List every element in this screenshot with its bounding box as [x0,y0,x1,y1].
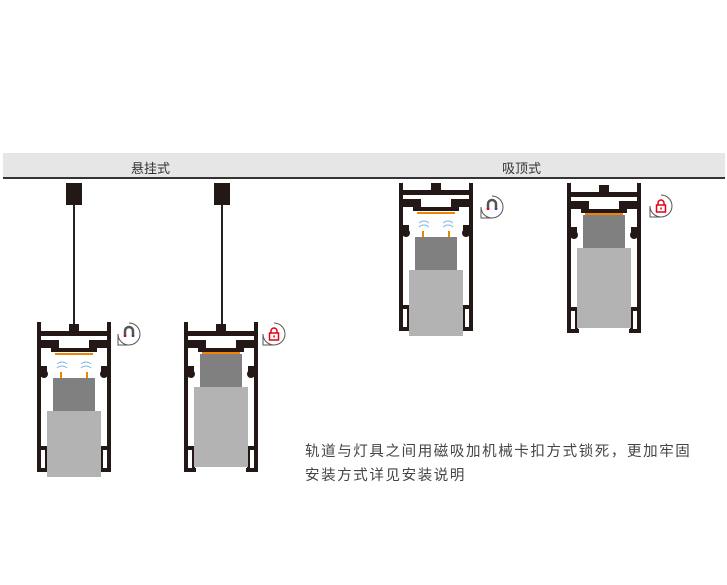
ceiling-canopy [66,183,82,205]
ceiling-canopy [214,183,230,205]
note-line-2: 安装方式详见安装说明 [305,468,466,484]
lock-icon [649,194,673,218]
installation-note: 轨道与灯具之间用磁吸加机械卡扣方式锁死，更加牢固 安装方式详见安装说明 [305,440,691,488]
ceiling-magnet-track [399,183,475,343]
header-band [3,153,725,179]
magnet-icon [480,195,504,219]
suspension-cable [73,205,75,325]
pendant-magnet-track [37,322,113,482]
note-line-1: 轨道与灯具之间用磁吸加机械卡扣方式锁死，更加牢固 [305,444,692,460]
magnet-icon [117,322,141,346]
ceiling-label: 吸顶式 [502,162,542,177]
ceiling-locked-track [567,183,643,343]
suspension-cable [221,205,223,325]
pendant-label: 悬挂式 [131,162,171,177]
pendant-locked-track [184,322,260,482]
lock-icon [262,322,286,346]
